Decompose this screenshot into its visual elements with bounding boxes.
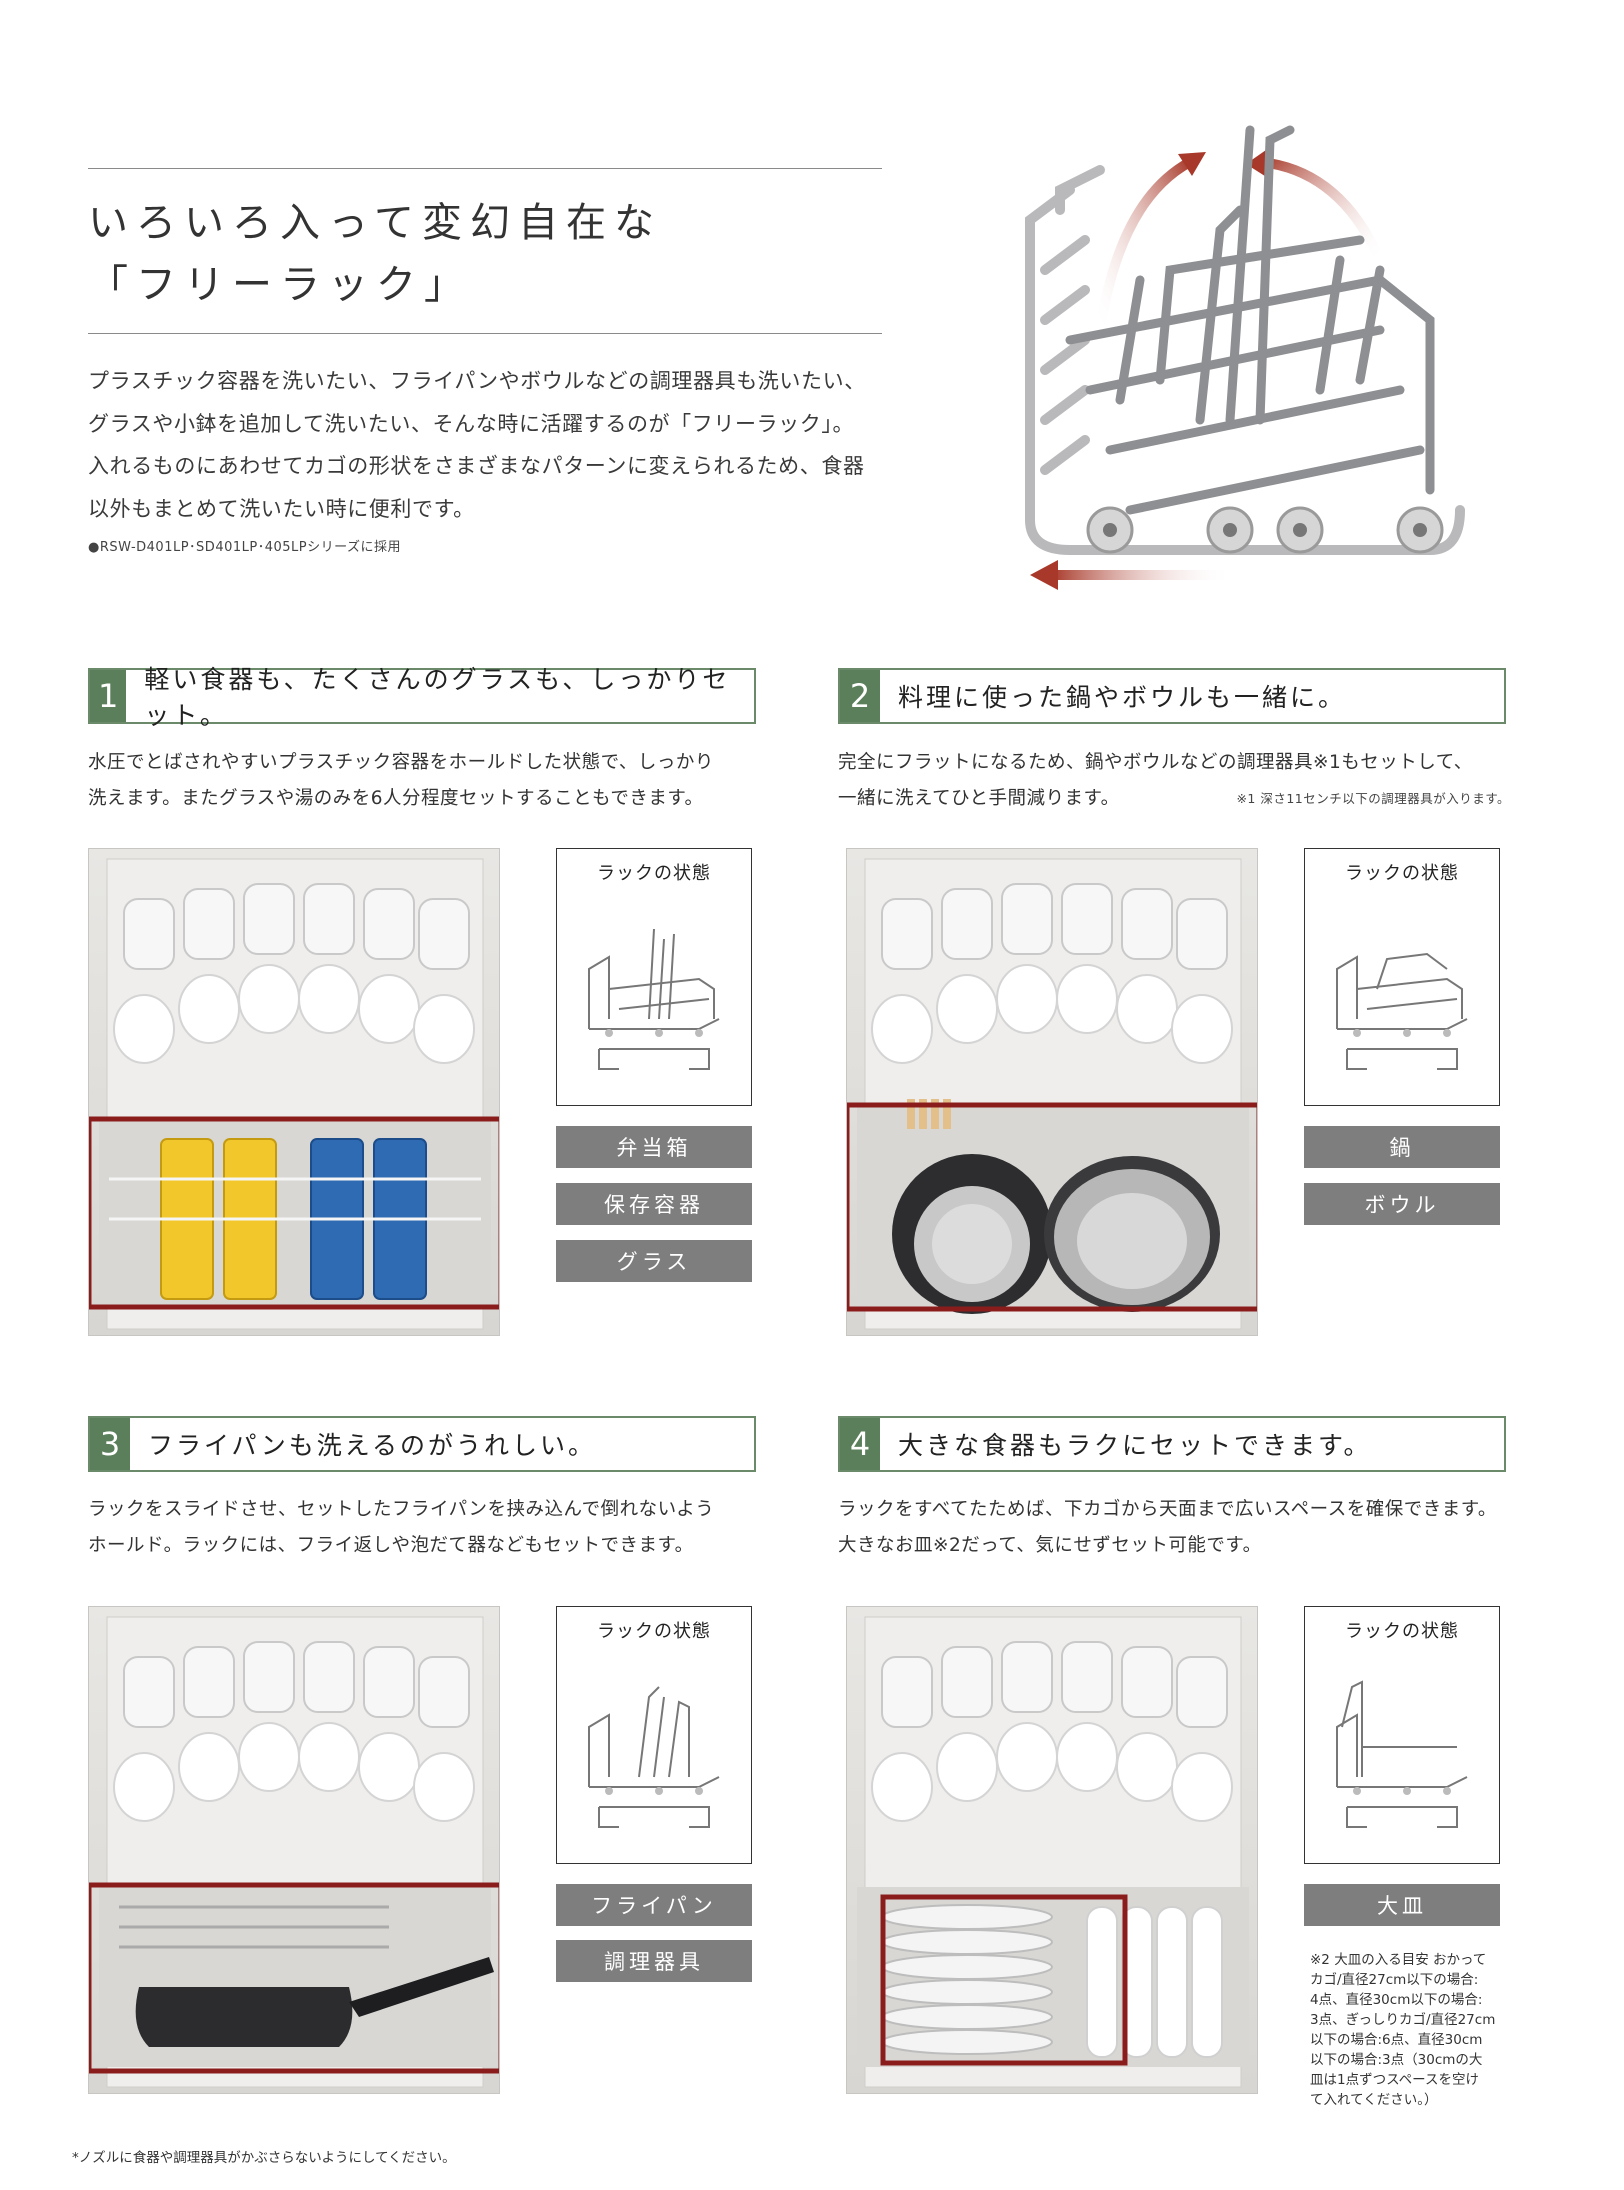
desc-line: 水圧でとばされやすいプラスチック容器をホールドした状態で、しっかり — [88, 752, 714, 773]
section-number: 4 — [840, 1418, 880, 1470]
section-3-rack-diagram: ラックの状態 — [556, 1606, 752, 1864]
section-3-header: 3 フライパンも洗えるのがうれしい。 — [88, 1416, 756, 1472]
tag-bento-box: 弁当箱 — [556, 1126, 752, 1168]
tag-frying-pan: フライパン — [556, 1884, 752, 1926]
section-3-description: ラックをスライドさせ、セットしたフライパンを挟み込んで倒れないよう ホールド。ラ… — [88, 1492, 768, 1564]
section-4-photo — [846, 1606, 1258, 2094]
desc-line: 大きなお皿※2だって、気にせずセット可能です。 — [838, 1535, 1262, 1556]
section-3-photo — [88, 1606, 500, 2094]
intro-line: プラスチック容器を洗いたい、フライパンやボウルなどの調理器具も洗いたい、 — [88, 369, 866, 393]
nozzle-warning-note: *ノズルに食器や調理器具がかぶさらないようにしてください。 — [72, 2150, 456, 2166]
section-2-photo — [846, 848, 1258, 1336]
section-title: 大きな食器もラクにセットできます。 — [898, 1431, 1372, 1460]
model-note: ●RSW-D401LP･SD401LP･405LPシリーズに採用 — [88, 540, 401, 555]
desc-line: 洗えます。またグラスや湯のみを6人分程度セットすることもできます。 — [88, 788, 704, 809]
section-2-rack-diagram: ラックの状態 — [1304, 848, 1500, 1106]
top-rule — [88, 168, 882, 169]
intro-line: 以外もまとめて洗いたい時に便利です。 — [88, 496, 475, 521]
tag-bowl: ボウル — [1304, 1183, 1500, 1225]
desc-line: ラックをすべてたためば、下カゴから天面まで広いスペースを確保できます。 — [838, 1499, 1497, 1520]
rack-state-label: ラックの状態 — [1345, 1621, 1459, 1642]
heading-line1: いろいろ入って変幻自在な — [88, 200, 662, 246]
section-1-description: 水圧でとばされやすいプラスチック容器をホールドした状態で、しっかり 洗えます。ま… — [88, 745, 768, 817]
footnote-line: ※2 大皿の入る目安 おかって — [1310, 1952, 1487, 1968]
page-heading: いろいろ入って変幻自在な 「フリーラック」 — [88, 192, 888, 316]
section-number: 3 — [90, 1418, 130, 1470]
intro-text: プラスチック容器を洗いたい、フライパンやボウルなどの調理器具も洗いたい、 グラス… — [88, 360, 908, 530]
section-4-rack-diagram: ラックの状態 — [1304, 1606, 1500, 1864]
desc-line: ラックをスライドさせ、セットしたフライパンを挟み込んで倒れないよう — [88, 1499, 715, 1520]
section-title: 軽い食器も、たくさんのグラスも、しっかりセット。 — [144, 665, 731, 730]
large-plate-footnote: ※2 大皿の入る目安 おかって カゴ/直径27cm以下の場合: 4点、直径30c… — [1310, 1950, 1510, 2110]
section-title: フライパンも洗えるのがうれしい。 — [148, 1431, 597, 1460]
section-title: 料理に使った鍋やボウルも一緒に。 — [898, 683, 1347, 712]
footnote-line: 3点、ぎっしりカゴ/直径27cm — [1310, 2012, 1496, 2028]
hero-rack-illustration — [1000, 90, 1480, 610]
rack-state-label: ラックの状態 — [1345, 863, 1459, 884]
footnote-line: 皿は1点ずつスペースを空け — [1310, 2072, 1479, 2088]
heading-line2: 「フリーラック」 — [88, 262, 472, 308]
rack-state-label: ラックの状態 — [597, 863, 711, 884]
section-1-header: 1 軽い食器も、たくさんのグラスも、しっかりセット。 — [88, 665, 756, 730]
section-2-header: 2 料理に使った鍋やボウルも一緒に。 — [838, 668, 1506, 724]
desc-line: 完全にフラットになるため、鍋やボウルなどの調理器具※1もセットして、 — [838, 752, 1473, 773]
tag-pot: 鍋 — [1304, 1126, 1500, 1168]
footnote-line: 以下の場合:6点、直径30cm — [1310, 2032, 1483, 2048]
footnote-line: 4点、直径30cm以下の場合: — [1310, 1992, 1483, 2008]
desc-note: ※1 深さ11センチ以下の調理器具が入ります。 — [1236, 791, 1510, 806]
intro-line: 入れるものにあわせてカゴの形状をさまざまなパターンに変えられるため、食器 — [88, 454, 865, 478]
section-1-photo — [88, 848, 500, 1336]
desc-line-with-note: 一緒に洗えてひと手間減ります。 ※1 深さ11センチ以下の調理器具が入ります。 — [838, 781, 1518, 817]
section-1-rack-diagram: ラックの状態 — [556, 848, 752, 1106]
section-4-description: ラックをすべてたためば、下カゴから天面まで広いスペースを確保できます。 大きなお… — [838, 1492, 1518, 1564]
section-number: 2 — [840, 670, 880, 722]
section-4-header: 4 大きな食器もラクにセットできます。 — [838, 1416, 1506, 1472]
section-2-description: 完全にフラットになるため、鍋やボウルなどの調理器具※1もセットして、 一緒に洗え… — [838, 745, 1518, 817]
section-number: 1 — [90, 670, 127, 722]
rack-state-label: ラックの状態 — [597, 1621, 711, 1642]
intro-line: グラスや小鉢を追加して洗いたい、そんな時に活躍するのが「フリーラック」。 — [88, 411, 855, 436]
tag-glass: グラス — [556, 1240, 752, 1282]
footnote-line: 以下の場合:3点（30cmの大 — [1310, 2052, 1483, 2068]
tag-large-plate: 大皿 — [1304, 1884, 1500, 1926]
footnote-line: カゴ/直径27cm以下の場合: — [1310, 1972, 1479, 1988]
heading-rule — [88, 333, 882, 334]
tag-cookware: 調理器具 — [556, 1940, 752, 1982]
footnote-line: て入れてください。） — [1310, 2092, 1438, 2108]
tag-storage-container: 保存容器 — [556, 1183, 752, 1225]
desc-line: 一緒に洗えてひと手間減ります。 — [838, 788, 1120, 809]
desc-line: ホールド。ラックには、フライ返しや泡だて器などもセットできます。 — [88, 1535, 694, 1556]
